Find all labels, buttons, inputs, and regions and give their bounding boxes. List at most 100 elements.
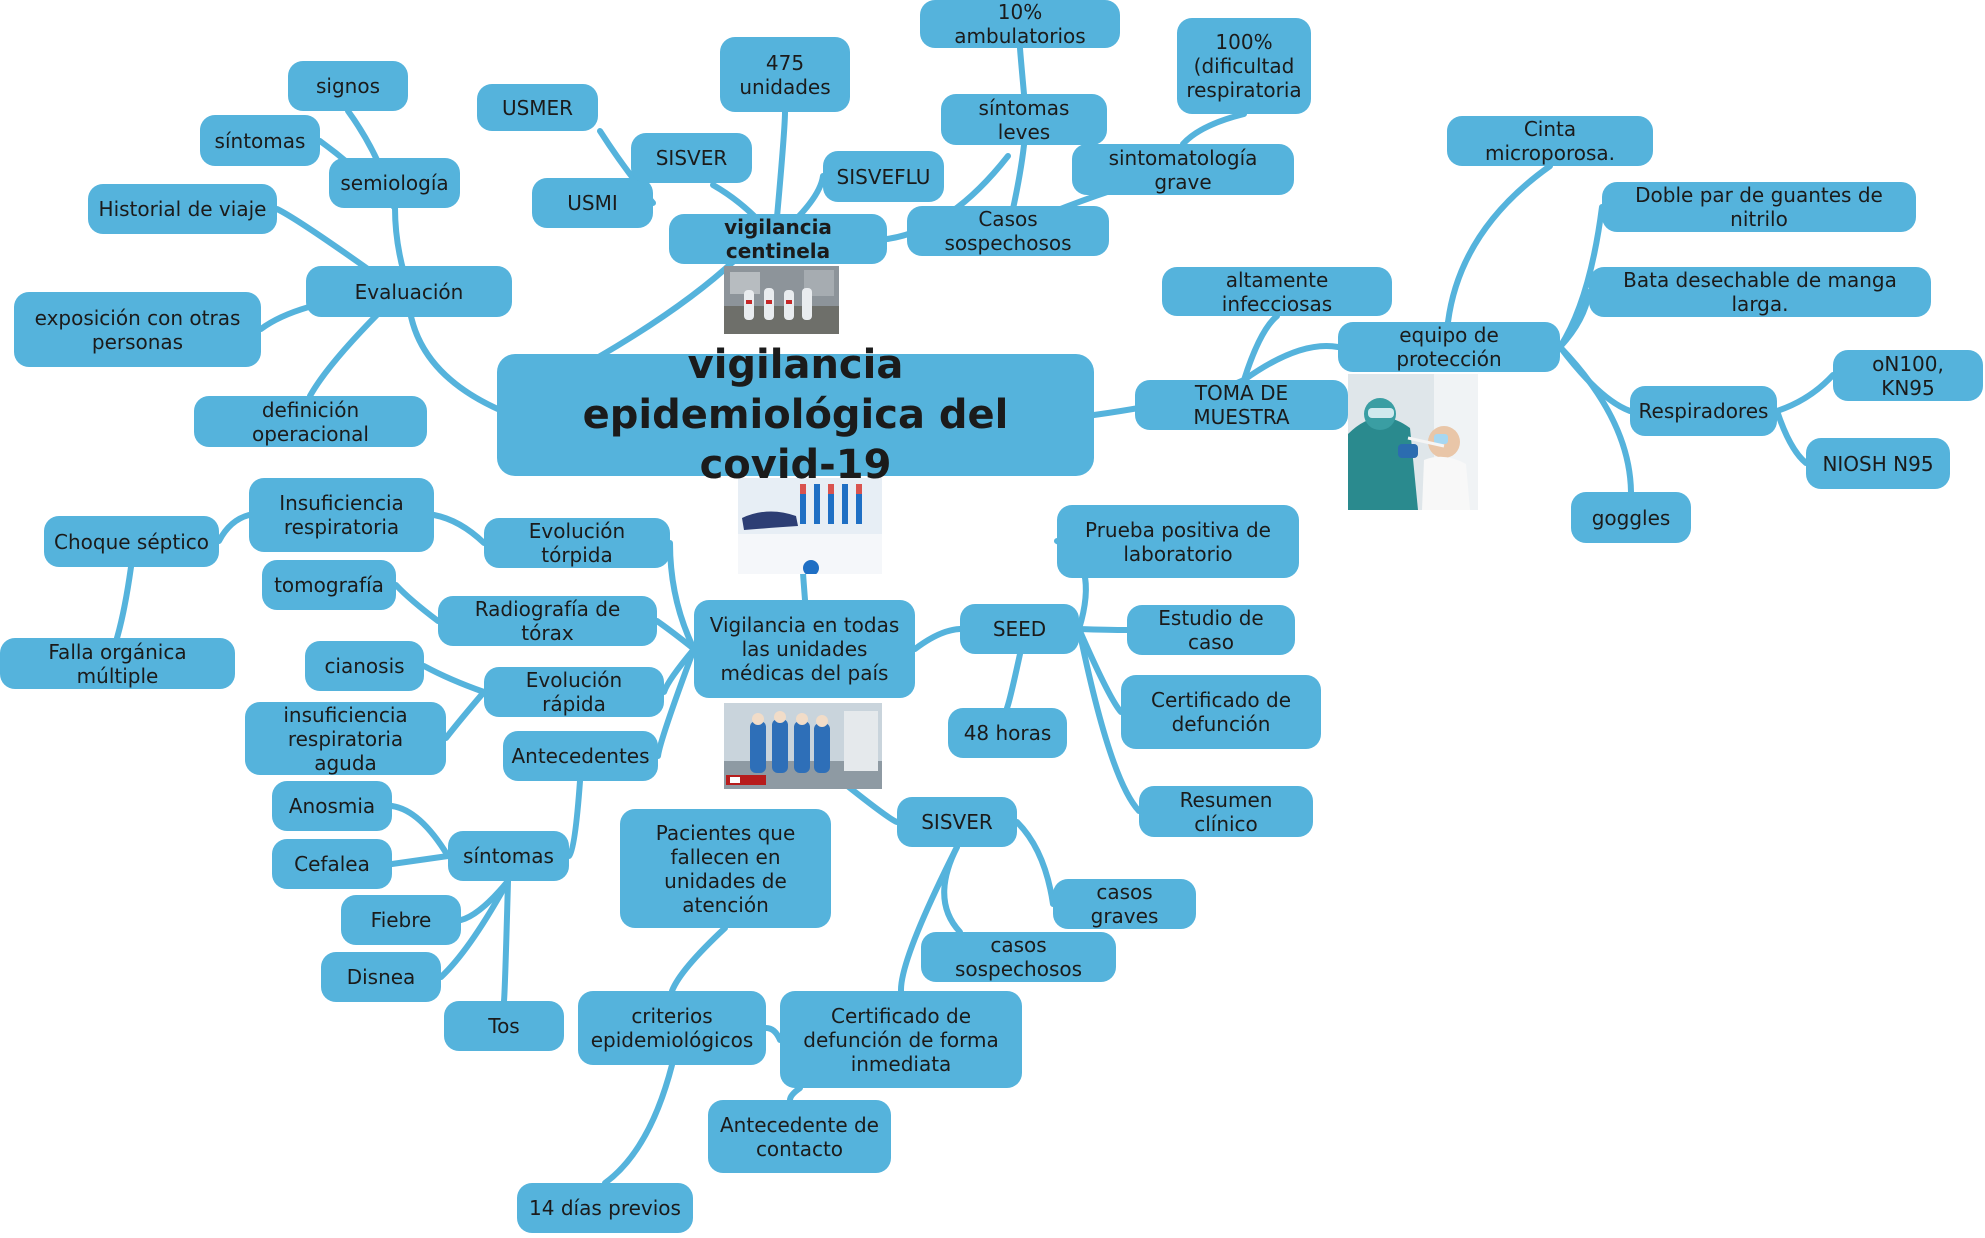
- node-pacientes-fallecen[interactable]: Pacientes que fallecen en unidades de at…: [620, 809, 831, 928]
- node-100-dificultad[interactable]: 100% (dificultad respiratoria: [1177, 18, 1311, 114]
- connector-line: [1180, 111, 1247, 147]
- node-doble-guantes[interactable]: Doble par de guantes de nitrilo: [1602, 182, 1916, 232]
- node-sintomas-bottom[interactable]: síntomas: [448, 831, 569, 881]
- node-prueba-positiva[interactable]: Prueba positiva de laboratorio: [1057, 505, 1299, 578]
- connector-line: [655, 646, 697, 759]
- node-cefalea[interactable]: Cefalea: [272, 839, 392, 889]
- node-tomografia[interactable]: tomografía: [262, 560, 396, 610]
- node-sintomas-leves[interactable]: síntomas leves: [941, 94, 1107, 145]
- node-casos-graves[interactable]: casos graves: [1053, 879, 1196, 929]
- node-insuficiencia-aguda[interactable]: insuficiencia respiratoria aguda: [245, 702, 446, 775]
- node-tos[interactable]: Tos: [444, 1001, 564, 1051]
- connector-line: [602, 1062, 675, 1186]
- connector-line: [443, 689, 487, 741]
- connector-line: [897, 844, 960, 994]
- node-anosmia[interactable]: Anosmia: [272, 781, 392, 831]
- node-exposicion[interactable]: exposición con otras personas: [14, 292, 261, 367]
- node-estudio-caso[interactable]: Estudio de caso: [1127, 605, 1295, 655]
- node-antecedentes[interactable]: Antecedentes: [503, 731, 658, 781]
- node-goggles[interactable]: goggles: [1571, 492, 1691, 543]
- node-evolucion-rapida[interactable]: Evolución rápida: [484, 667, 664, 717]
- node-fiebre[interactable]: Fiebre: [341, 895, 461, 945]
- node-certificado-defuncion[interactable]: Certificado de defunción: [1121, 675, 1321, 749]
- connector-line: [421, 663, 487, 695]
- node-casos-sospechosos-top[interactable]: Casos sospechosos: [907, 206, 1109, 256]
- node-definicion-operacional[interactable]: definición operacional: [194, 396, 427, 447]
- node-cianosis[interactable]: cianosis: [305, 641, 424, 691]
- node-antecedente-contacto[interactable]: Antecedente de contacto: [708, 1100, 891, 1173]
- node-sintomatologia-grave[interactable]: sintomatología grave: [1072, 144, 1294, 195]
- node-criterios-epidemiologicos[interactable]: criterios epidemiológicos: [578, 991, 766, 1065]
- connector-line: [1004, 651, 1023, 711]
- node-certificado-inmediata[interactable]: Certificado de defunción de forma inmedi…: [780, 991, 1022, 1088]
- root-topic[interactable]: vigilancia epidemiológica del covid-19: [497, 342, 1094, 488]
- node-resumen-clinico[interactable]: Resumen clínico: [1139, 786, 1313, 837]
- connector-line: [1445, 163, 1553, 325]
- node-signos[interactable]: signos: [288, 61, 408, 111]
- node-radiografia-torax[interactable]: Radiografía de tórax: [438, 596, 657, 646]
- node-sisver-bottom[interactable]: SISVER: [897, 797, 1017, 847]
- node-niosh-n95[interactable]: NIOSH N95: [1806, 438, 1950, 489]
- photo-swab-sample: [1348, 374, 1478, 510]
- connector-line: [114, 564, 134, 641]
- connector-line: [566, 778, 583, 859]
- connector-line: [438, 878, 511, 980]
- node-usmi[interactable]: USMI: [532, 178, 653, 228]
- connector-line: [389, 853, 451, 867]
- connector-line: [389, 803, 451, 859]
- node-toma-muestra[interactable]: TOMA DE MUESTRA: [1135, 380, 1348, 430]
- node-475-unidades[interactable]: 475 unidades: [720, 37, 850, 112]
- photo-test-tubes: [738, 478, 882, 574]
- node-semiologia[interactable]: semiología: [329, 158, 460, 208]
- node-evolucion-torpida[interactable]: Evolución tórpida: [484, 518, 670, 568]
- node-bata-desechable[interactable]: Bata desechable de manga larga.: [1589, 267, 1931, 317]
- node-historial-viaje[interactable]: Historial de viaje: [88, 184, 277, 234]
- node-falla-organica[interactable]: Falla orgánica múltiple: [0, 638, 235, 689]
- node-10-ambulatorios[interactable]: 10% ambulatorios: [920, 0, 1120, 48]
- connector-line: [1241, 343, 1341, 383]
- node-vigilancia-centinela[interactable]: vigilancia centinela: [669, 214, 887, 264]
- node-n100-kn95[interactable]: oN100, KN95: [1833, 350, 1983, 401]
- connector-line: [912, 626, 963, 652]
- node-48-horas[interactable]: 48 horas: [948, 708, 1067, 758]
- photo-medical-staff: [724, 703, 882, 789]
- connector-line: [1557, 344, 1634, 495]
- connector-line: [667, 540, 697, 652]
- node-respiradores[interactable]: Respiradores: [1630, 386, 1777, 436]
- connector-line: [1017, 45, 1027, 97]
- connector-line: [1076, 626, 1142, 814]
- node-disnea[interactable]: Disnea: [321, 952, 441, 1002]
- node-seed[interactable]: SEED: [960, 604, 1079, 654]
- node-altamente-infecciosas[interactable]: altamente infecciosas: [1162, 267, 1392, 316]
- connector-line: [763, 1025, 783, 1043]
- node-insuficiencia-respiratoria[interactable]: Insuficiencia respiratoria: [249, 478, 434, 552]
- node-cinta-microporosa[interactable]: Cinta microporosa.: [1447, 116, 1653, 166]
- node-sisveflu[interactable]: SISVEFLU: [823, 151, 944, 202]
- connector-line: [1076, 626, 1130, 633]
- connector-line: [1241, 313, 1280, 383]
- connector-line: [216, 512, 252, 544]
- node-evaluacion[interactable]: Evaluación: [306, 266, 512, 317]
- connector-line: [393, 582, 441, 624]
- node-sintomas-top[interactable]: síntomas: [200, 115, 320, 166]
- connector-line: [1076, 626, 1124, 715]
- node-equipo-proteccion[interactable]: equipo de protección: [1338, 322, 1560, 372]
- node-casos-sospechosos-bottom[interactable]: casos sospechosos: [921, 932, 1116, 982]
- connector-line: [1014, 819, 1056, 907]
- connector-line: [1774, 372, 1836, 414]
- connector-line: [1557, 289, 1592, 350]
- connector-line: [458, 878, 511, 923]
- node-vigilancia-todas-unidades[interactable]: Vigilancia en todas las unidades médicas…: [694, 600, 915, 698]
- connector-line: [669, 925, 728, 994]
- photo-sanitation-workers: [724, 266, 839, 334]
- connector-line: [654, 618, 697, 652]
- connector-line: [501, 878, 511, 1004]
- node-choque-septico[interactable]: Choque séptico: [44, 516, 219, 567]
- connector-line: [431, 512, 487, 546]
- node-usmer[interactable]: USMER: [477, 84, 598, 131]
- node-sisver-top[interactable]: SISVER: [631, 133, 752, 183]
- connector-line: [787, 1085, 803, 1103]
- connector-line: [1774, 408, 1809, 466]
- node-14-dias-previos[interactable]: 14 días previos: [517, 1183, 693, 1233]
